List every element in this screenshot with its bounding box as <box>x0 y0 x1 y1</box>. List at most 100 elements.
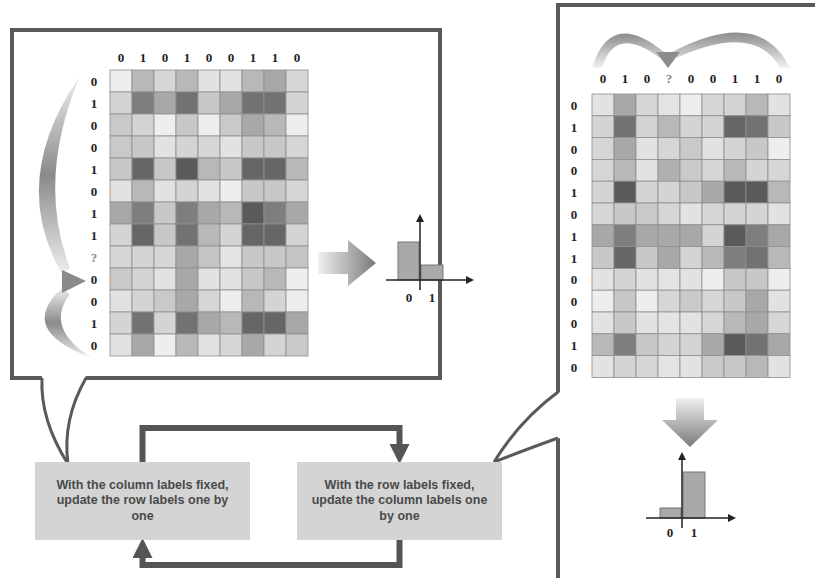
row-label: 0 <box>571 207 578 220</box>
matrix-cell <box>592 181 614 203</box>
matrix-cell <box>680 94 702 116</box>
matrix-cell <box>220 334 242 356</box>
matrix-cell <box>220 180 242 202</box>
matrix-cell <box>724 225 746 247</box>
matrix-cell <box>592 116 614 138</box>
matrix-cell <box>702 356 724 378</box>
matrix-cell <box>636 334 658 356</box>
matrix-cell <box>680 247 702 269</box>
column-label: 1 <box>250 51 257 64</box>
matrix-cell <box>592 290 614 312</box>
row-label: 0 <box>91 185 98 198</box>
matrix-cell <box>242 92 264 114</box>
matrix-cell <box>680 356 702 378</box>
matrix-cell <box>264 180 286 202</box>
matrix-cell <box>702 312 724 334</box>
matrix-cell <box>220 202 242 224</box>
matrix-cell <box>702 203 724 225</box>
matrix-cell <box>658 138 680 160</box>
matrix-cell <box>746 225 768 247</box>
matrix-cell <box>286 202 308 224</box>
matrix-cell <box>132 136 154 158</box>
matrix-cell <box>724 312 746 334</box>
matrix-cell <box>176 334 198 356</box>
matrix-cell <box>614 356 636 378</box>
matrix-cell <box>220 136 242 158</box>
matrix-cell <box>702 334 724 356</box>
matrix-cell <box>110 290 132 312</box>
row-label: ? <box>91 251 98 264</box>
matrix-cell <box>286 312 308 334</box>
matrix-cell <box>614 268 636 290</box>
matrix-cell <box>286 180 308 202</box>
matrix-cell <box>702 138 724 160</box>
matrix-cell <box>768 334 790 356</box>
matrix-cell <box>264 312 286 334</box>
matrix-cell <box>220 224 242 246</box>
column-label: 0 <box>644 72 651 85</box>
matrix-cell <box>110 334 132 356</box>
matrix-cell <box>220 290 242 312</box>
matrix-cell <box>658 247 680 269</box>
matrix-cell <box>592 203 614 225</box>
matrix-cell <box>680 312 702 334</box>
matrix-cell <box>592 225 614 247</box>
column-label: 1 <box>622 72 629 85</box>
matrix-cell <box>746 334 768 356</box>
histogram-bar <box>683 472 705 518</box>
matrix-cell <box>132 334 154 356</box>
column-label: 1 <box>754 72 761 85</box>
matrix-cell <box>658 116 680 138</box>
matrix-cell <box>286 224 308 246</box>
matrix-cell <box>242 224 264 246</box>
matrix-cell <box>154 136 176 158</box>
row-label: 1 <box>571 120 578 133</box>
matrix-cell <box>636 225 658 247</box>
matrix-cell <box>286 334 308 356</box>
row-label: 1 <box>91 207 98 220</box>
matrix-cell <box>768 181 790 203</box>
row-label: 0 <box>571 360 578 373</box>
matrix-cell <box>132 92 154 114</box>
matrix-cell <box>264 136 286 158</box>
matrix-cell <box>286 70 308 92</box>
row-label: 0 <box>571 273 578 286</box>
matrix-cell <box>154 268 176 290</box>
callout-tail <box>42 376 86 464</box>
matrix-cell <box>636 159 658 181</box>
matrix-cell <box>110 70 132 92</box>
matrix-cell <box>264 290 286 312</box>
matrix-cell <box>286 114 308 136</box>
callout-tail <box>494 392 560 462</box>
matrix-cell <box>658 181 680 203</box>
matrix-cell <box>132 158 154 180</box>
matrix-cell <box>242 290 264 312</box>
matrix-cell <box>614 116 636 138</box>
matrix-cell <box>724 334 746 356</box>
matrix-cell <box>264 92 286 114</box>
row-label: 0 <box>91 339 98 352</box>
right-panel <box>558 5 815 578</box>
matrix-cell <box>614 94 636 116</box>
box-text: With the column labels fixed, update the… <box>47 478 238 525</box>
matrix-cell <box>198 202 220 224</box>
matrix-cell <box>680 290 702 312</box>
row-label: 0 <box>91 295 98 308</box>
process-box: With the column labels fixed, update the… <box>35 462 250 540</box>
matrix-cell <box>724 159 746 181</box>
matrix-cell <box>746 268 768 290</box>
matrix-cell <box>614 312 636 334</box>
matrix-cell <box>176 180 198 202</box>
matrix-cell <box>110 180 132 202</box>
matrix-cell <box>242 114 264 136</box>
matrix-cell <box>154 246 176 268</box>
matrix-cell <box>592 94 614 116</box>
data-matrix <box>592 94 790 377</box>
matrix-cell <box>176 158 198 180</box>
column-label: 1 <box>184 51 191 64</box>
callout-tail <box>494 392 558 462</box>
matrix-cell <box>242 268 264 290</box>
matrix-cell <box>220 114 242 136</box>
cycle-arrow <box>143 428 400 462</box>
process-box: With the row labels fixed, update the co… <box>297 462 502 540</box>
